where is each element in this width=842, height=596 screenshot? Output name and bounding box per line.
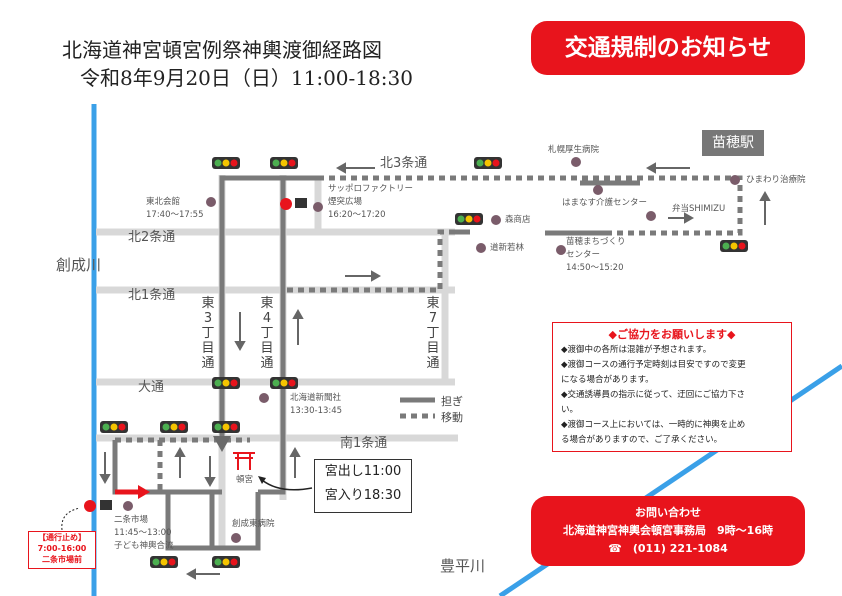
- road-odori: 大通: [138, 380, 165, 395]
- road-higashi7: 東7丁目通: [426, 296, 440, 371]
- traffic-lights: [100, 157, 748, 568]
- legend-carry: 担ぎ: [441, 395, 463, 408]
- notice-item: ◆交通誘導員の指示に従って、迂回にご協力下さ: [561, 390, 746, 400]
- place-hamanasu: はまなす介護センター: [562, 198, 648, 208]
- place-himawari: ひまわり治療院: [746, 175, 806, 185]
- notice-item: る場合がありますので、ご了承ください。: [561, 435, 723, 445]
- mikoshi-icon: [84, 198, 307, 512]
- place-kosei: 札幌厚生病院: [548, 145, 600, 155]
- place-dojin: 道新若林: [490, 243, 525, 253]
- cooperation-notice: ◆ご協力をお願いします◆ ◆渡御中の各所は混雑が予想されます。 ◆渡御コースの通…: [552, 322, 792, 452]
- legend-move: 移動: [441, 411, 463, 424]
- sosei-river-label: 創成川: [56, 256, 102, 274]
- road-closure-box: 【通行止め】 7:00-16:00 二条市場前: [28, 531, 96, 569]
- traffic-notice-banner: 交通規制のお知らせ: [531, 21, 805, 75]
- torii-icon: [233, 452, 255, 470]
- place-sosei-hosp: 創成東病院: [232, 519, 275, 529]
- place-morishoten: 森商店: [505, 215, 531, 225]
- notice-item: ◆渡御コース上においては、一時的に神輿を止め: [561, 420, 746, 430]
- road-kita1: 北1条通: [128, 288, 176, 303]
- map-title: 北海道神宮頓宮例祭神輿渡御経路図: [62, 38, 382, 62]
- road-higashi4: 東4丁目通: [260, 296, 274, 371]
- notice-item: い。: [561, 405, 579, 415]
- notice-heading: ◆ご協力をお願いします◆: [608, 328, 736, 341]
- place-tongu: 頓宮: [236, 475, 254, 485]
- toyohira-river-label: 豊平川: [440, 557, 486, 575]
- contact-box: お問い合わせ 北海道神宮神輿会頓宮事務局 9時〜16時 ☎ (011) 221-…: [531, 496, 805, 566]
- road-kita2: 北2条通: [128, 230, 176, 245]
- map-date: 令和8年9月20日（日）11:00-18:30: [80, 66, 413, 90]
- place-bento: 弁当SHIMIZU: [672, 204, 726, 214]
- landmark-dots: [123, 157, 740, 543]
- road-minami1: 南1条通: [340, 436, 388, 451]
- naebo-station: 苗穂駅: [702, 130, 764, 156]
- direction-arrows: [99, 162, 771, 580]
- road-higashi3: 東3丁目通: [201, 296, 215, 371]
- notice-item: になる場合があります。: [561, 375, 654, 385]
- notice-item: ◆渡御コースの通行予定時刻は目安ですので変更: [561, 360, 746, 370]
- road-kita3: 北3条通: [380, 156, 428, 171]
- notice-item: ◆渡御中の各所は混雑が予想されます。: [561, 345, 712, 355]
- miyade-box: 宮出し11:00 宮入り18:30: [314, 459, 412, 513]
